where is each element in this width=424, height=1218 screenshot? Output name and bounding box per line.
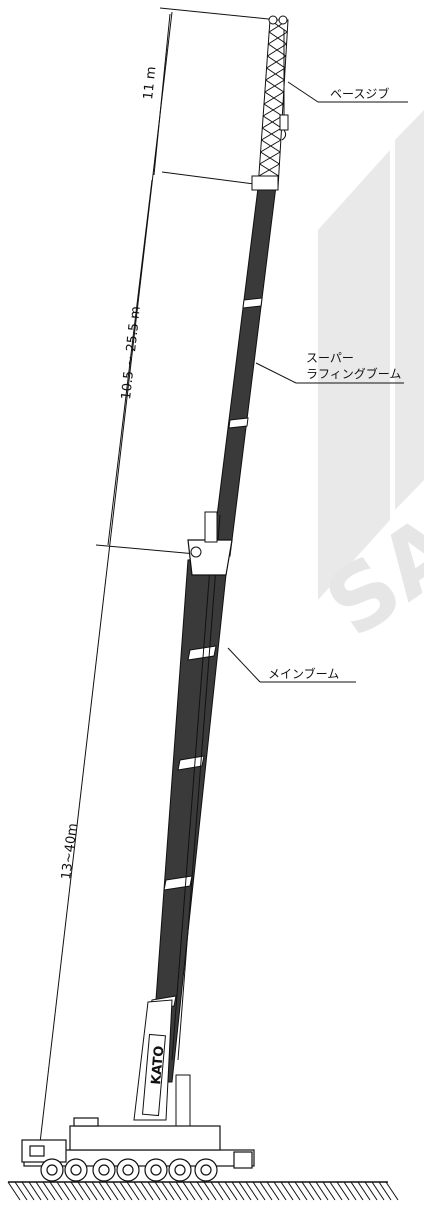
ground-hatch-line — [84, 1181, 98, 1201]
ground-hatch-line — [378, 1181, 392, 1201]
jib-lattice-bar — [265, 67, 286, 81]
ground-hatch-line — [119, 1181, 133, 1201]
ground-hatch-line — [168, 1181, 182, 1201]
wheel-hub — [200, 1164, 212, 1176]
ground-hatch-line — [147, 1181, 161, 1201]
wheel-hub — [98, 1164, 110, 1176]
ground-hatch-line — [364, 1181, 378, 1201]
ground-hatch-line — [14, 1181, 28, 1201]
wheel-hub — [150, 1164, 162, 1176]
ground-hatch-line — [308, 1181, 322, 1201]
ground-hatch-line — [329, 1181, 343, 1201]
ground-hatch-line — [203, 1181, 217, 1201]
ground-hatch-line — [112, 1181, 126, 1201]
ground-hatch-line — [280, 1181, 294, 1201]
super-luffing-label-line1: スーパー — [306, 351, 354, 365]
ground-hatch-line — [231, 1181, 245, 1201]
jib-lattice-bar — [264, 79, 285, 93]
super-luffing-label-line2: ラフィングブーム — [306, 366, 401, 381]
ground-hatch-line — [245, 1181, 259, 1201]
main-boom-length-label: 13~40m — [59, 822, 81, 880]
main-boom — [149, 555, 229, 1083]
ground-hatch-line — [371, 1181, 385, 1201]
wheel-hub — [174, 1164, 186, 1176]
ground-hatch-line — [175, 1181, 189, 1201]
jib-length-label: 11 m — [141, 66, 159, 101]
jib-lattice-bar — [262, 115, 283, 129]
ground-hatch-line — [343, 1181, 357, 1201]
jib-lattice-bar — [266, 55, 287, 69]
ground-hatch-line — [21, 1181, 35, 1201]
watermark: SA — [307, 110, 424, 658]
base-jib — [251, 15, 289, 191]
ground-hatch-line — [357, 1181, 371, 1201]
ground-hatch-line — [273, 1181, 287, 1201]
jib-lattice-bar — [258, 163, 280, 177]
wheel-hub — [122, 1164, 134, 1176]
ground-hatch-line — [63, 1181, 77, 1201]
kato-logo: KATO — [149, 1045, 167, 1085]
callouts — [227, 81, 408, 683]
jib-lattice-bar — [262, 103, 284, 117]
ground-hatch-line — [28, 1181, 42, 1201]
ground-hatch-line — [77, 1181, 91, 1201]
jib-lattice-bar — [263, 91, 284, 105]
ground-hatch-line — [336, 1181, 350, 1201]
jib-lattice-bar — [259, 151, 281, 165]
wheel-hub — [46, 1164, 58, 1176]
ground-hatch-line — [196, 1181, 210, 1201]
dimension-lines — [27, 7, 279, 1161]
super-luffing-boom — [171, 185, 277, 1061]
ground-hatch-line — [133, 1181, 147, 1201]
ground-hatch-line — [294, 1181, 308, 1201]
ground-hatch-line — [322, 1181, 336, 1201]
ground-hatch-line — [35, 1181, 49, 1201]
ground-hatch-line — [189, 1181, 203, 1201]
ground-hatch-line — [154, 1181, 168, 1201]
ground-hatch-line — [161, 1181, 175, 1201]
ground-hatch-line — [42, 1181, 56, 1201]
ground-hatch-line — [350, 1181, 364, 1201]
base-jib-label: ベースジブ — [330, 86, 389, 101]
ground-hatch-line — [49, 1181, 63, 1201]
ground-hatch-line — [98, 1181, 112, 1201]
ground-hatch-line — [259, 1181, 273, 1201]
ground-hatch-line — [210, 1181, 224, 1201]
ground-hatch-line — [287, 1181, 301, 1201]
jib-lattice-bar — [267, 43, 287, 57]
ground-hatch-line — [224, 1181, 238, 1201]
boom-base-section: KATO — [133, 999, 191, 1146]
ground-hatch-line — [301, 1181, 315, 1201]
carrier — [21, 1117, 255, 1182]
ground-hatch-line — [7, 1181, 21, 1201]
ground-hatch-line — [217, 1181, 231, 1201]
ground-hatch-line — [266, 1181, 280, 1201]
main-boom-label: メインブーム — [268, 666, 339, 681]
jib-lattice-bar — [260, 139, 282, 153]
ground-hatch-line — [126, 1181, 140, 1201]
ground-hatch-line — [140, 1181, 154, 1201]
wheel-hub — [70, 1164, 82, 1176]
ground-hatch-line — [238, 1181, 252, 1201]
ground-hatch-line — [56, 1181, 70, 1201]
super-luffing-length-label: 10.5 ~ 25.5 m — [119, 306, 144, 401]
ground-hatch-line — [252, 1181, 266, 1201]
jib-lattice-bar — [261, 127, 282, 141]
ground-hatch-line — [105, 1181, 119, 1201]
ground-hatch-line — [91, 1181, 105, 1201]
ground-hatch-line — [70, 1181, 84, 1201]
ground — [7, 1181, 399, 1201]
ground-hatch-line — [182, 1181, 196, 1201]
ground-hatch-line — [315, 1181, 329, 1201]
ground-hatch-line — [385, 1181, 399, 1201]
